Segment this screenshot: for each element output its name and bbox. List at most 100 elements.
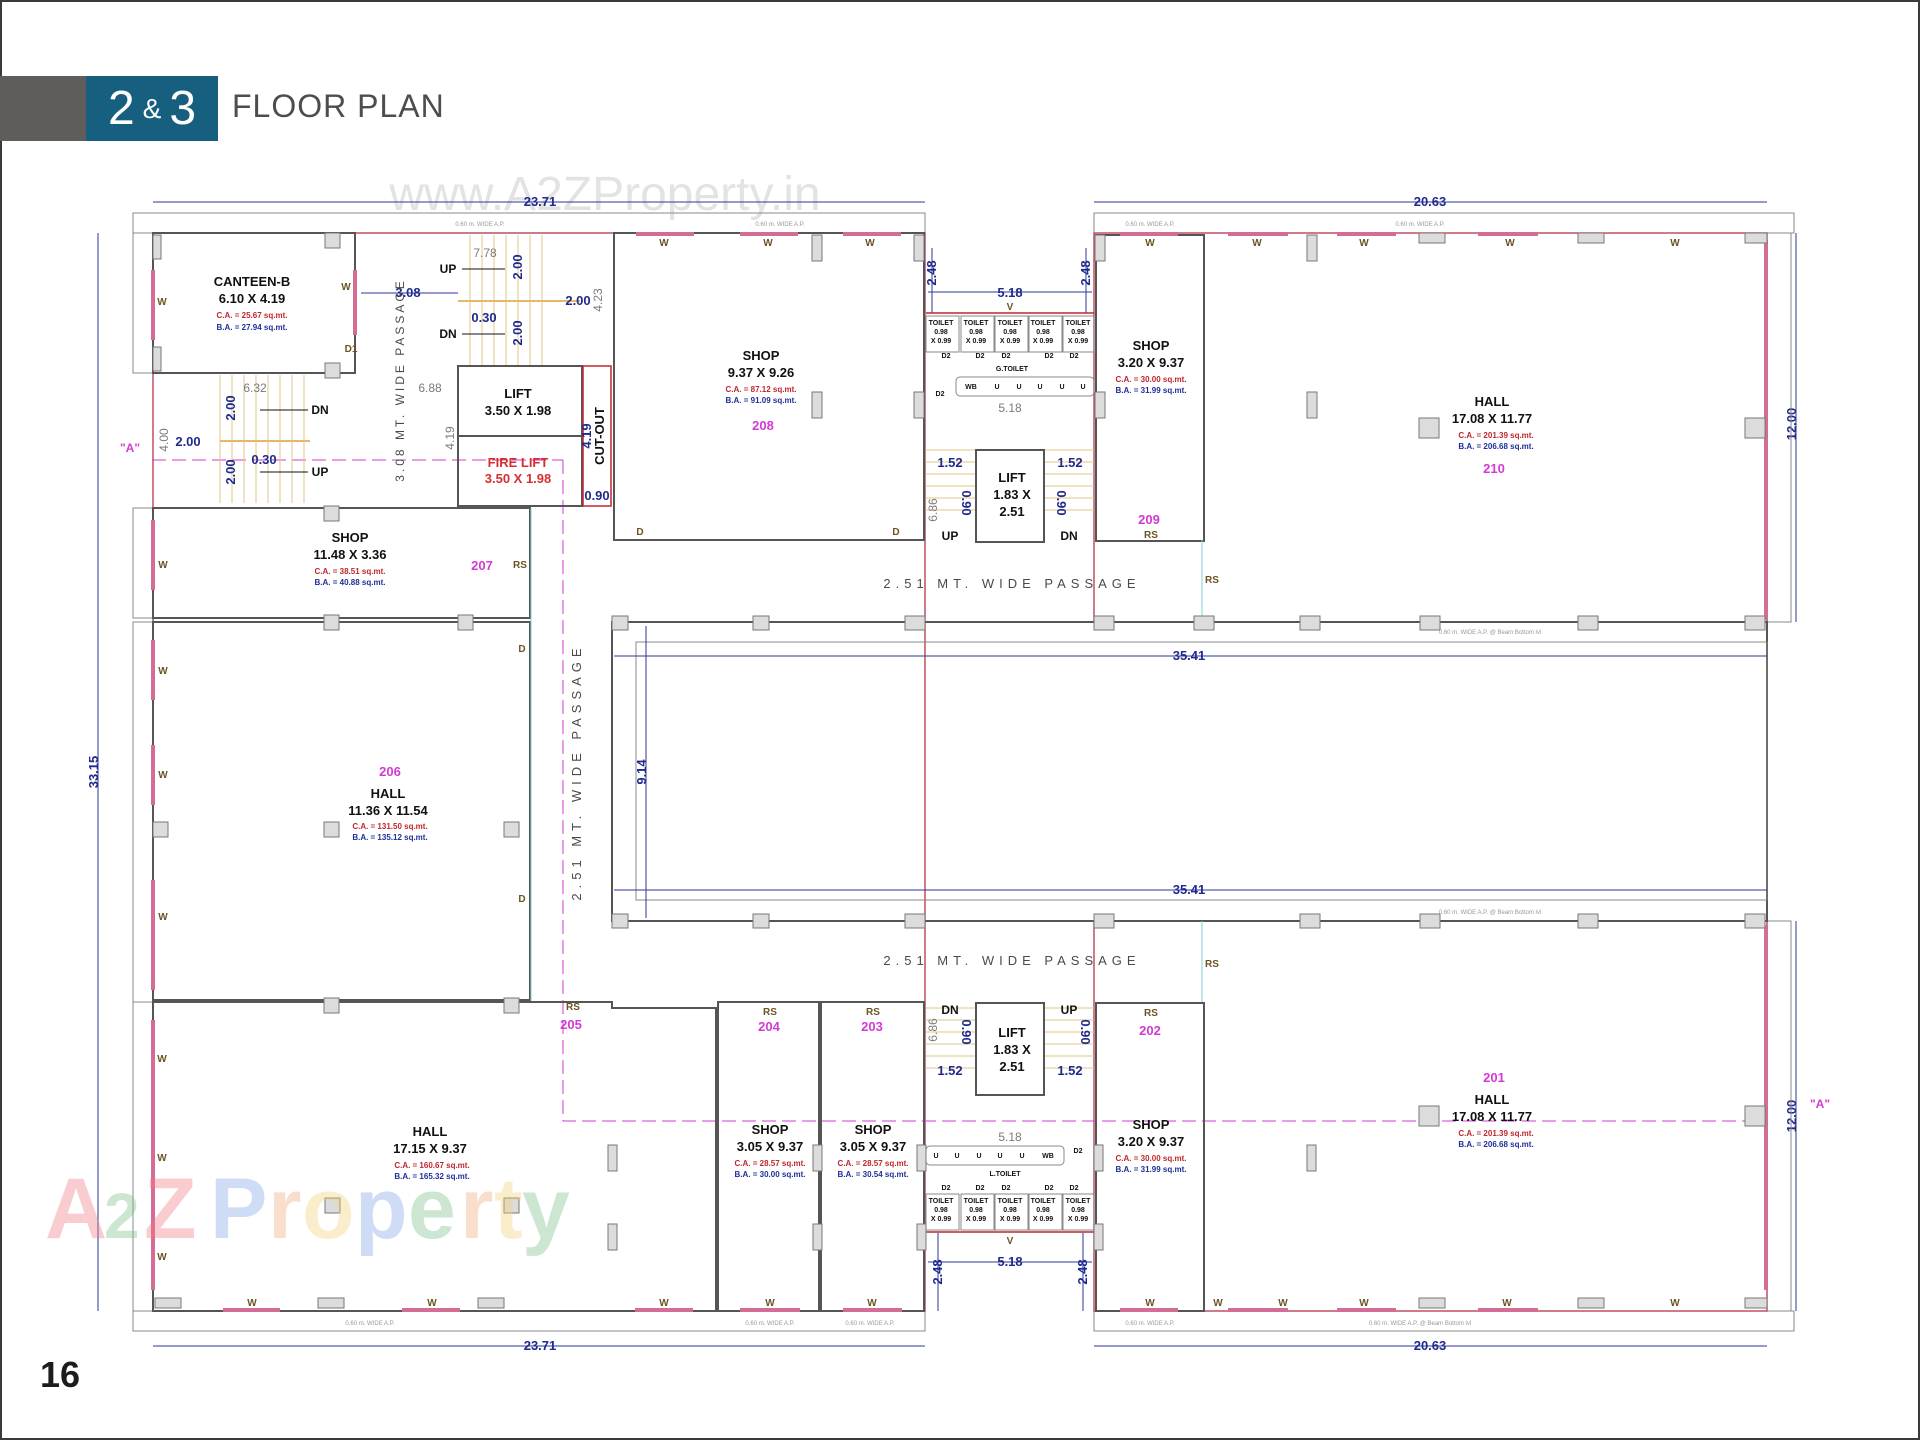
header-floor-badge: 2 & 3	[86, 76, 218, 141]
svg-text:0.90: 0.90	[959, 1019, 974, 1044]
svg-text:0.98: 0.98	[969, 329, 983, 336]
svg-text:B.A. = 31.99 sq.mt.: B.A. = 31.99 sq.mt.	[1116, 1165, 1187, 1174]
unit-201-name: HALL	[1475, 1092, 1510, 1107]
svg-text:0.90: 0.90	[584, 488, 609, 503]
svg-text:D2: D2	[1045, 1185, 1054, 1192]
svg-text:17.08 X 11.77: 17.08 X 11.77	[1452, 411, 1532, 426]
svg-text:B.A. = 30.00 sq.mt.: B.A. = 30.00 sq.mt.	[735, 1170, 806, 1179]
svg-text:W: W	[1670, 1298, 1680, 1309]
svg-text:C.A. = 28.57 sq.mt.: C.A. = 28.57 sq.mt.	[838, 1159, 909, 1168]
svg-text:r: r	[268, 1161, 301, 1257]
svg-text:6.86: 6.86	[926, 1018, 940, 1042]
svg-text:W: W	[659, 238, 669, 249]
svg-text:3.05 X 9.37: 3.05 X 9.37	[737, 1139, 804, 1154]
svg-text:B.A. = 31.99 sq.mt.: B.A. = 31.99 sq.mt.	[1116, 386, 1187, 395]
svg-text:0.98: 0.98	[1071, 1207, 1085, 1214]
page-number: 16	[40, 1354, 81, 1395]
svg-text:B.A. = 165.32 sq.mt.: B.A. = 165.32 sq.mt.	[394, 1172, 469, 1181]
svg-text:0.60 m. WIDE A.P.: 0.60 m. WIDE A.P.	[1395, 222, 1445, 228]
unit-209-name: SHOP	[1133, 338, 1170, 353]
svg-text:UP: UP	[312, 465, 329, 479]
svg-text:0.60 m. WIDE A.P.: 0.60 m. WIDE A.P.	[845, 1321, 895, 1327]
svg-text:X 0.99: X 0.99	[1033, 1216, 1053, 1223]
svg-text:DN: DN	[311, 403, 328, 417]
svg-text:6.88: 6.88	[418, 381, 442, 395]
svg-text:0.98: 0.98	[1003, 1207, 1017, 1214]
svg-text:TOILET: TOILET	[929, 320, 954, 327]
svg-text:11.48 X 3.36: 11.48 X 3.36	[313, 547, 386, 562]
svg-text:X 0.99: X 0.99	[966, 1216, 986, 1223]
svg-text:W: W	[867, 1298, 877, 1309]
svg-text:5.18: 5.18	[997, 1254, 1022, 1269]
svg-text:p: p	[355, 1161, 408, 1257]
svg-text:0.98: 0.98	[934, 329, 948, 336]
unit-204-number: 204	[758, 1019, 780, 1034]
unit-209: W SHOP 3.20 X 9.37 C.A. = 30.00 sq.mt. B…	[1095, 232, 1205, 542]
svg-text:0.90: 0.90	[959, 490, 974, 515]
section-marker-left: "A"	[120, 441, 140, 455]
svg-text:DN: DN	[1060, 529, 1077, 543]
svg-text:2.00: 2.00	[565, 293, 590, 308]
svg-text:2.00: 2.00	[510, 320, 525, 345]
svg-text:U: U	[1059, 384, 1064, 391]
dim-top-right: 20.63	[1414, 194, 1447, 209]
svg-text:C.A. = 38.51 sq.mt.: C.A. = 38.51 sq.mt.	[315, 567, 386, 576]
fire-lift-label: FIRE LIFT	[488, 455, 549, 470]
svg-text:D2: D2	[942, 353, 951, 360]
svg-text:X 0.99: X 0.99	[931, 338, 951, 345]
north-core-stair-lift: LIFT 1.83 X 2.51 1.52 1.52 0.90 0.90 6.8…	[926, 449, 1094, 543]
svg-text:WB: WB	[965, 384, 977, 391]
stair-corridor-passage: 3.08 MT. WIDE PASSAGE	[393, 278, 407, 481]
canteen-name: CANTEEN-B	[214, 274, 291, 289]
svg-text:UP: UP	[1061, 1003, 1078, 1017]
svg-text:0.30: 0.30	[251, 452, 276, 467]
svg-text:0.98: 0.98	[1003, 329, 1017, 336]
svg-text:W: W	[1359, 238, 1369, 249]
svg-text:W: W	[341, 282, 351, 293]
svg-text:TOILET: TOILET	[998, 320, 1023, 327]
svg-text:U: U	[1016, 384, 1021, 391]
svg-text:DN: DN	[941, 1003, 958, 1017]
svg-text:X 0.99: X 0.99	[1000, 338, 1020, 345]
svg-text:X 0.99: X 0.99	[1068, 1216, 1088, 1223]
svg-text:U: U	[1037, 384, 1042, 391]
svg-text:U: U	[997, 1153, 1002, 1160]
svg-text:W: W	[1145, 1298, 1155, 1309]
svg-text:0.98: 0.98	[1036, 329, 1050, 336]
svg-text:C.A. = 201.39 sq.mt.: C.A. = 201.39 sq.mt.	[1458, 431, 1533, 440]
svg-text:W: W	[659, 1298, 669, 1309]
svg-text:RS: RS	[763, 1007, 777, 1018]
south-passage-label: 2.51 MT. WIDE PASSAGE	[883, 953, 1140, 968]
svg-text:0.90: 0.90	[1054, 490, 1069, 515]
unit-202-number: 202	[1139, 1023, 1161, 1038]
svg-text:2.00: 2.00	[510, 254, 525, 279]
svg-text:r: r	[460, 1161, 493, 1257]
svg-text:D2: D2	[1070, 353, 1079, 360]
svg-text:D: D	[518, 894, 525, 905]
svg-text:B.A. = 40.88 sq.mt.: B.A. = 40.88 sq.mt.	[315, 578, 386, 587]
svg-text:W: W	[1502, 1298, 1512, 1309]
svg-text:TOILET: TOILET	[998, 1198, 1023, 1205]
svg-text:DN: DN	[439, 327, 456, 341]
svg-text:LIFT: LIFT	[998, 1025, 1025, 1040]
svg-text:C.A. = 201.39 sq.mt.: C.A. = 201.39 sq.mt.	[1458, 1129, 1533, 1138]
svg-text:C.A. = 131.50 sq.mt.: C.A. = 131.50 sq.mt.	[352, 822, 427, 831]
svg-text:0.60 m. WIDE A.P. @ Beam Botto: 0.60 m. WIDE A.P. @ Beam Bottom lvl	[1369, 1321, 1471, 1327]
svg-text:V: V	[1007, 1236, 1014, 1247]
svg-text:TOILET: TOILET	[964, 1198, 989, 1205]
svg-text:U: U	[976, 1153, 981, 1160]
svg-text:2.48: 2.48	[1075, 1259, 1090, 1284]
svg-text:U: U	[1019, 1153, 1024, 1160]
svg-text:1.83 X: 1.83 X	[993, 487, 1031, 502]
svg-text:V: V	[1007, 302, 1014, 313]
svg-text:0.60 m. WIDE A.P.: 0.60 m. WIDE A.P.	[455, 222, 505, 228]
svg-text:B.A. = 27.94 sq.mt.: B.A. = 27.94 sq.mt.	[217, 323, 288, 332]
svg-text:L.TOILET: L.TOILET	[990, 1171, 1022, 1178]
svg-text:UP: UP	[440, 262, 457, 276]
nw-block: CANTEEN-B 6.10 X 4.19 C.A. = 25.67 sq.mt…	[151, 232, 612, 507]
unit-204: W RS 204 SHOP 3.05 X 9.37 C.A. = 28.57 s…	[717, 1001, 820, 1312]
svg-text:U: U	[994, 384, 999, 391]
svg-text:7.78: 7.78	[473, 246, 497, 260]
svg-text:RS: RS	[1205, 575, 1219, 586]
svg-text:W: W	[1670, 238, 1680, 249]
